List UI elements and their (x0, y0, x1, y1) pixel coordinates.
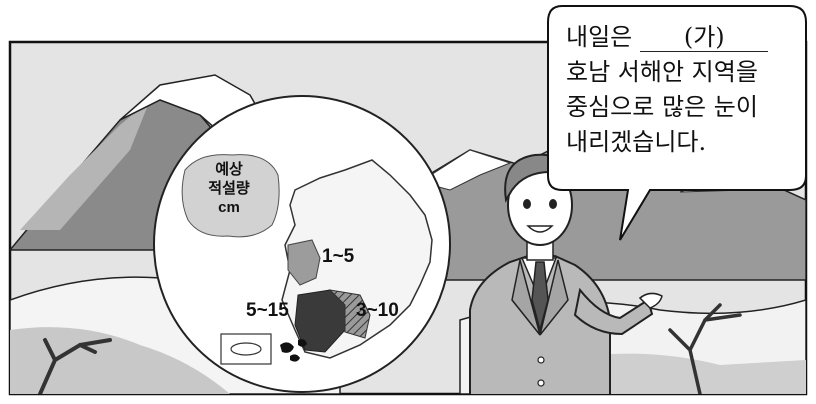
weather-presenter (469, 153, 663, 394)
snowfall-legend: 예상 적설량 cm (183, 160, 275, 217)
region-3-10-area (328, 289, 371, 339)
legend-line-unit: cm (218, 199, 240, 216)
speech-line-1: 내일은(가) (566, 20, 796, 55)
region-label-1-5: 1~5 (322, 246, 355, 267)
region-label-5-15: 5~15 (246, 300, 289, 321)
snow-cap-right-1 (418, 149, 512, 191)
speech-line-1-prefix: 내일은 (566, 23, 633, 51)
speech-bubble (547, 5, 807, 241)
region-1-5-area (287, 239, 321, 286)
jeju-island (230, 342, 262, 356)
speech-line-4: 내리겠습니다. (566, 128, 707, 156)
speech-text: 내일은(가) 호남 서해안 지역을 중심으로 많은 눈이 내리겠습니다. (566, 20, 796, 160)
ground-shadow-right (560, 353, 806, 394)
speech-line-3: 중심으로 많은 눈이 (566, 93, 758, 121)
speech-line-2: 호남 서해안 지역을 (566, 58, 758, 86)
legend-line-snowfall: 적설량 (208, 180, 250, 197)
south-islands (280, 339, 307, 362)
ground-shadow-left (10, 327, 230, 394)
mountain-left-highlight (20, 100, 150, 230)
legend-backdrop (181, 154, 280, 238)
legend-line-forecast: 예상 (215, 161, 243, 178)
region-label-3-10: 3~10 (356, 300, 399, 321)
speech-blank-ga: (가) (640, 23, 769, 52)
tree-right (668, 303, 742, 394)
tree-left (38, 338, 112, 394)
